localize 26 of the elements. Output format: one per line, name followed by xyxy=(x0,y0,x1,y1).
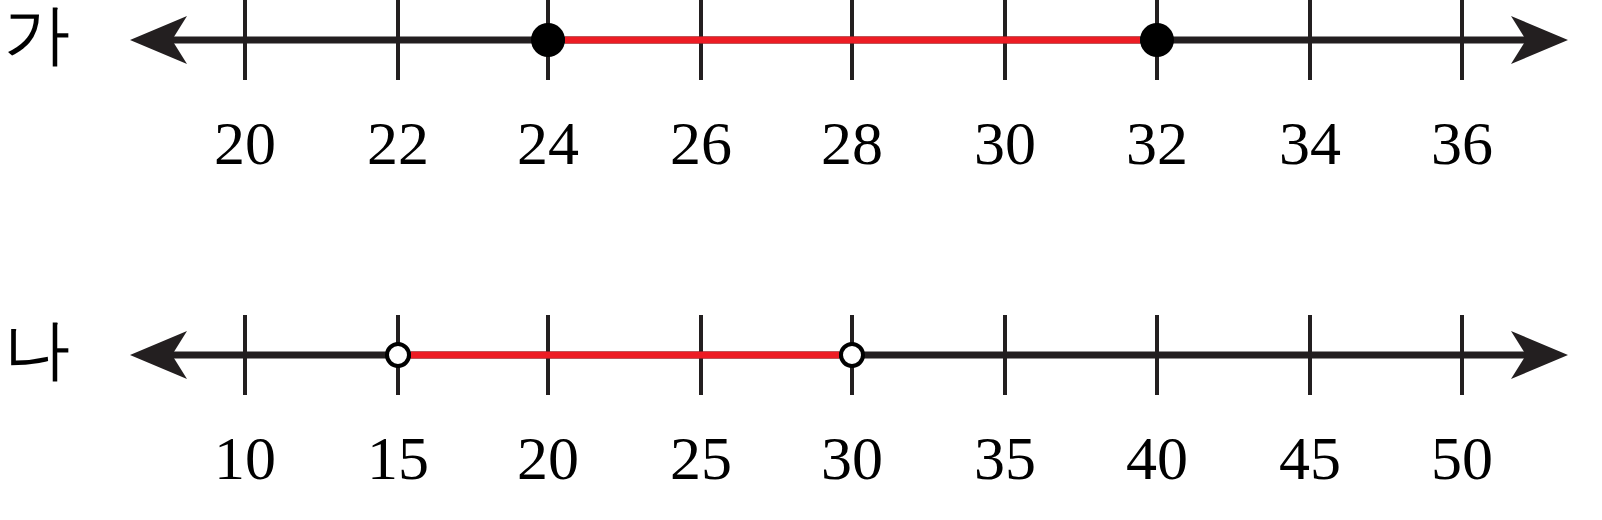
highlighted-interval xyxy=(411,351,839,359)
tick-label: 26 xyxy=(669,112,733,174)
tick-label: 30 xyxy=(973,112,1037,174)
row-label: 나 xyxy=(4,317,70,383)
tick-label: 30 xyxy=(820,427,884,489)
tick-label: 50 xyxy=(1430,427,1494,489)
tick-label: 45 xyxy=(1278,427,1342,489)
row-label: 가 xyxy=(4,2,70,68)
tick-label: 20 xyxy=(516,427,580,489)
highlighted-interval xyxy=(565,36,1140,44)
open-dot xyxy=(839,342,865,368)
tick-label: 28 xyxy=(820,112,884,174)
tick-label: 32 xyxy=(1125,112,1189,174)
closed-dot xyxy=(531,23,565,57)
closed-dot xyxy=(1140,23,1174,57)
tick-label: 22 xyxy=(366,112,430,174)
tick-label: 10 xyxy=(213,427,277,489)
open-dot xyxy=(385,342,411,368)
tick-label: 24 xyxy=(516,112,580,174)
tick-label: 34 xyxy=(1278,112,1342,174)
tick-label: 25 xyxy=(669,427,733,489)
tick-label: 35 xyxy=(973,427,1037,489)
tick-label: 40 xyxy=(1125,427,1189,489)
tick-label: 15 xyxy=(366,427,430,489)
tick-label: 36 xyxy=(1430,112,1494,174)
tick-label: 20 xyxy=(213,112,277,174)
